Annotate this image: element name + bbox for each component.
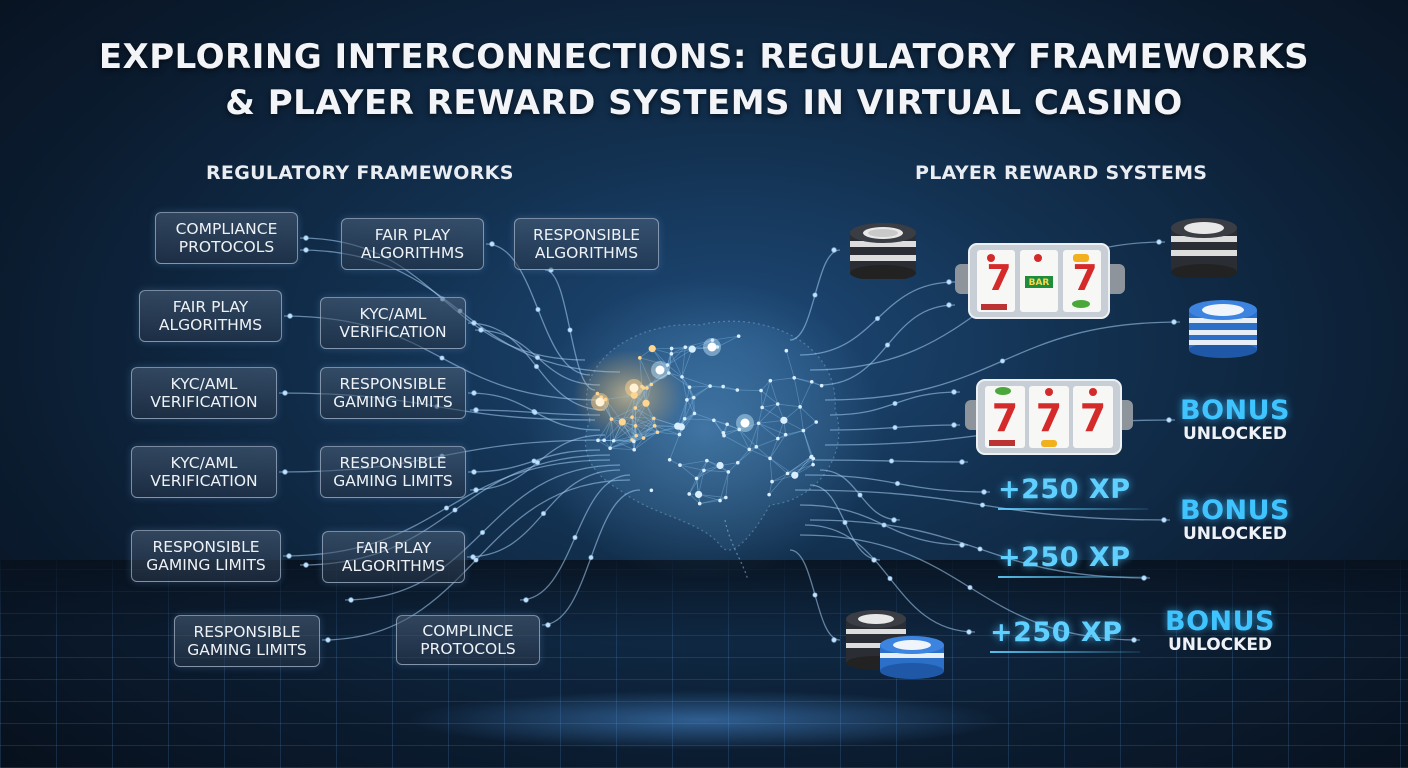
title-line-2: & PLAYER REWARD SYSTEMS IN VIRTUAL CASIN… bbox=[225, 83, 1183, 123]
mixed-chip-stack-icon bbox=[846, 610, 944, 679]
slot-machine-body bbox=[955, 243, 1125, 319]
reg-box-label: VERIFICATION bbox=[150, 393, 258, 411]
reg-box-label: KYC/AML bbox=[170, 375, 238, 393]
xp-reward-label: +250 XP bbox=[998, 474, 1131, 505]
reg-box-label: PROTOCOLS bbox=[178, 238, 275, 256]
reg-box-label: RESPONSIBLE bbox=[339, 454, 447, 472]
slot-reel-symbol: 7 bbox=[1079, 396, 1107, 440]
xp-underline bbox=[998, 508, 1148, 510]
brain-network-icon bbox=[525, 280, 885, 581]
left-heading: REGULATORY FRAMEWORKS bbox=[206, 162, 514, 184]
bonus-subtitle: UNLOCKED bbox=[1167, 635, 1273, 655]
reg-box-label: ALGORITHMS bbox=[158, 316, 263, 334]
reg-box-label: ALGORITHMS bbox=[534, 244, 639, 262]
reg-box-label: FAIR PLAY bbox=[355, 539, 432, 557]
bonus-unlocked-badge: BONUS UNLOCKED bbox=[1160, 608, 1280, 654]
reg-box-label: RESPONSIBLE bbox=[193, 623, 301, 641]
xp-reward-label: +250 XP bbox=[990, 617, 1123, 648]
black-chip-stack-icon bbox=[1171, 218, 1237, 278]
reg-box-label: GAMING LIMITS bbox=[333, 472, 453, 490]
xp-reward-label: +250 XP bbox=[998, 542, 1131, 573]
slot-machine-icon: 7 7 7 bbox=[965, 378, 1133, 460]
black-chip-stack-icon bbox=[850, 223, 916, 279]
reg-box-label: VERIFICATION bbox=[339, 323, 447, 341]
reg-box-label: PROTOCOLS bbox=[420, 640, 516, 658]
reg-box-label: GAMING LIMITS bbox=[187, 641, 307, 659]
reg-box-label: VERIFICATION bbox=[150, 472, 258, 490]
reg-box-label: RESPONSIBLE bbox=[339, 375, 447, 393]
slot-reel-symbol: 7 bbox=[991, 396, 1019, 440]
title-line-1: EXPLORING INTERCONNECTIONS: REGULATORY F… bbox=[98, 37, 1310, 77]
slot-reel-symbol: 7 bbox=[1035, 396, 1063, 440]
reg-box-label: GAMING LIMITS bbox=[333, 393, 453, 411]
reg-box-label: FAIR PLAY bbox=[374, 226, 451, 244]
bonus-unlocked-badge: BONUS UNLOCKED bbox=[1176, 397, 1294, 443]
bonus-title: BONUS bbox=[1180, 495, 1290, 526]
right-heading: PLAYER REWARD SYSTEMS bbox=[915, 162, 1208, 184]
blue-chip-stack-icon bbox=[1189, 300, 1257, 358]
slot-reel-symbol: 7 bbox=[1072, 258, 1098, 299]
reg-box-label: ALGORITHMS bbox=[360, 244, 465, 262]
floor-glow bbox=[404, 690, 1004, 750]
reg-box-label: GAMING LIMITS bbox=[146, 556, 266, 574]
reg-box-label: COMPLIANCE bbox=[175, 220, 278, 238]
reg-box-label: KYC/AML bbox=[359, 305, 427, 323]
bonus-subtitle: UNLOCKED bbox=[1182, 424, 1288, 444]
xp-underline bbox=[998, 576, 1148, 578]
page-title: EXPLORING INTERCONNECTIONS: REGULATORY F… bbox=[0, 34, 1408, 126]
reg-box-label: KYC/AML bbox=[170, 454, 238, 472]
reg-box-label: RESPONSIBLE bbox=[532, 226, 641, 244]
slot-machine-icon: 7 BAR 7 bbox=[955, 242, 1125, 324]
bonus-unlocked-badge: BONUS UNLOCKED bbox=[1176, 497, 1294, 543]
bonus-title: BONUS bbox=[1180, 395, 1290, 426]
reg-box-label: ALGORITHMS bbox=[341, 557, 446, 575]
reg-box-label: COMPLINCE bbox=[422, 622, 514, 640]
reg-box-label: FAIR PLAY bbox=[172, 298, 249, 316]
bonus-subtitle: UNLOCKED bbox=[1182, 524, 1288, 544]
slot-reel-symbol: 7 bbox=[986, 258, 1012, 299]
slot-machine-body bbox=[965, 379, 1133, 455]
bonus-title: BONUS bbox=[1165, 606, 1275, 637]
reg-box-label: RESPONSIBLE bbox=[152, 538, 260, 556]
xp-underline bbox=[990, 651, 1140, 653]
slot-bar-symbol: BAR bbox=[1028, 278, 1050, 288]
